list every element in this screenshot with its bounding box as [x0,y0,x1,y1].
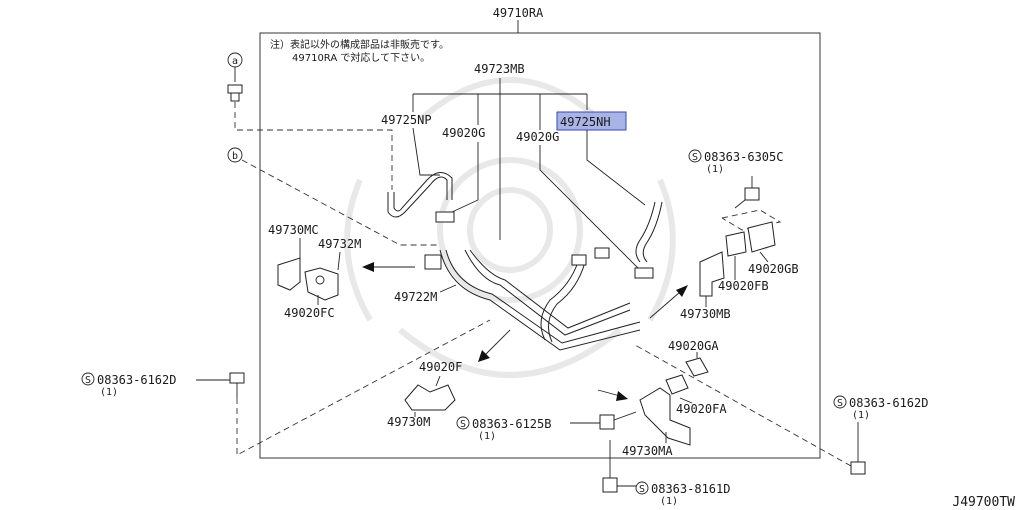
ref-marker-b-label: b [232,151,238,162]
bolt-6125B: S 08363-6125B (1) [456,411,637,442]
clamp-49020GA-icon [685,357,709,377]
part-49020GB[interactable]: 49020GB [748,262,799,276]
clamp-49020FB-icon [725,231,747,257]
note-line-1: 注）表記以外の構成部品は非販売です。 [270,38,449,51]
bolt-8161D-icon [602,477,618,493]
screw-symbol-6162D-right [833,395,847,409]
svg-text:S: S [460,419,466,430]
part-49732M[interactable]: 49732M [318,237,361,251]
bolt-6125B-code[interactable]: 08363-6125B [472,417,551,431]
bolt-8161D-qty: (1) [660,496,678,507]
part-49725NH-highlight [556,111,627,131]
bracket-49730MC-icon [277,257,301,291]
clamp-49020FA-icon [665,374,689,395]
ref-marker-b [227,147,243,163]
bolt-6162D-right: S 08363-6162D (1) [833,395,928,475]
arrow-down-left-icon [478,350,490,362]
part-49020FC[interactable]: 49020FC [284,306,335,320]
clip-49722M-icon [424,254,442,270]
part-49730MA[interactable]: 49730MA [622,444,673,458]
bolt-6125B-qty: (1) [478,431,496,442]
bolt-6305C: S 08363-6305C (1) [688,149,783,209]
part-49730M[interactable]: 49730M [387,415,430,429]
part-49730MB[interactable]: 49730MB [680,307,731,321]
svg-text:S: S [692,152,698,163]
bolt-6305C-icon [744,187,760,201]
bracket-49730MB-icon [699,251,725,297]
bolt-6125B-icon [599,414,615,430]
hose-49725NP [387,176,448,218]
bolt-8161D-code[interactable]: 08363-8161D [651,482,730,496]
screw-symbol-6125B [456,416,470,430]
bolt-6162D-left-icon [229,372,245,384]
bolt-6305C-code[interactable]: 08363-6305C [704,150,783,164]
assembly-frame [259,32,821,459]
bracket-49730MA-icon [639,387,691,446]
svg-text:S: S [639,484,645,495]
frame-label[interactable]: 49710RA [493,6,544,20]
screw-symbol-6305C [688,149,702,163]
bracket-49020GB-icon [747,221,776,253]
bolt-6305C-qty: (1) [706,164,724,175]
hose-49725NH [635,201,656,263]
screw-symbol-6162D-left [81,372,95,386]
bolt-8161D: S 08363-8161D (1) [602,440,730,507]
part-49723MB[interactable]: 49723MB [474,62,525,76]
part-49722M[interactable]: 49722M [394,290,437,304]
part-49020GA[interactable]: 49020GA [668,339,719,353]
bolt-6162D-left: S 08363-6162D (1) [81,372,245,398]
arrow-left-icon [362,262,374,272]
note-line-2: 49710RA で対応して下さい。 [292,51,430,64]
svg-text:S: S [85,375,91,386]
arrow-right-icon [616,391,628,401]
part-49725NP[interactable]: 49725NP [381,113,432,127]
bolt-6162D-right-code[interactable]: 08363-6162D [849,396,928,410]
part-49020F[interactable]: 49020F [419,360,462,374]
bolt-6162D-left-code[interactable]: 08363-6162D [97,373,176,387]
part-49020G-right[interactable]: 49020G [516,130,559,144]
tube-assembly-49722M [439,247,641,351]
screw-symbol-8161D [635,481,649,495]
part-49020FB[interactable]: 49020FB [718,279,769,293]
clip-a-icon [227,84,243,102]
watermark-emblem [344,77,676,378]
clip-49020G-left-icon [435,211,455,223]
bracket-49730M-icon [404,384,456,411]
bolt-6162D-left-qty: (1) [100,387,118,398]
diagram-id: J49700TW [952,495,1015,510]
bolt-6162D-right-icon [850,461,866,475]
clamp-49732M-icon [304,267,339,301]
part-49020FA[interactable]: 49020FA [676,402,727,416]
svg-text:S: S [837,398,843,409]
part-49725NH[interactable]: 49725NH [560,115,611,129]
ref-marker-a-label: a [232,56,238,67]
part-49730MC[interactable]: 49730MC [268,223,319,237]
bolt-6162D-right-qty: (1) [852,410,870,421]
arrow-up-right-icon [676,285,688,297]
part-49020G-left[interactable]: 49020G [442,126,485,140]
clip-49020G-right-icon [634,267,654,279]
